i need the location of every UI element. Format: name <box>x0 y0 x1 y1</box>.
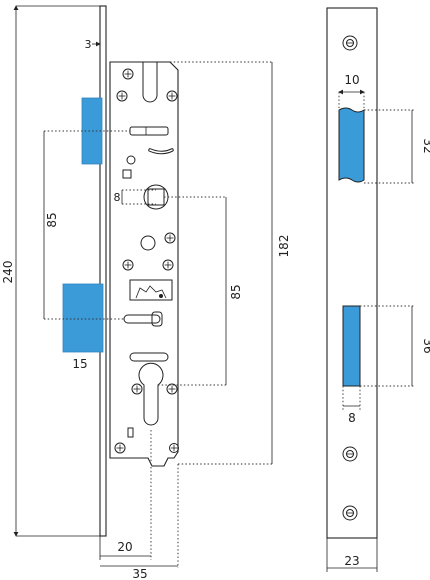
latch-face <box>338 107 365 183</box>
bolt-bar <box>123 314 161 324</box>
lock-body-front-view <box>62 5 179 537</box>
round-hole <box>140 235 156 251</box>
screw-hole-mid-right2 <box>162 259 174 271</box>
dim-240: 240 <box>1 261 15 284</box>
screw-hole-lower-right <box>166 383 178 395</box>
dim-35: 35 <box>132 567 147 580</box>
small-square <box>122 169 132 179</box>
forend-face <box>326 7 378 539</box>
dim-85-left: 85 <box>45 212 59 227</box>
right-dimensions: 10 32 36 8 23 <box>326 73 430 572</box>
dim-10: 10 <box>344 73 359 87</box>
mechanism-window <box>129 279 173 301</box>
dim-15: 15 <box>72 357 87 371</box>
euro-cylinder-hole <box>138 362 164 426</box>
dim-8-left: 8 <box>114 191 121 204</box>
dim-32: 32 <box>421 138 430 153</box>
screw-hole-lower-left <box>131 383 143 395</box>
left-dimensions: 240 3 85 15 8 182 85 20 35 <box>1 5 291 580</box>
screw-hole-upper-right <box>166 90 178 102</box>
dim-3: 3 <box>85 38 92 51</box>
face-screw-bottom <box>342 505 358 521</box>
face-screw-mid <box>342 446 358 462</box>
dim-8-right: 8 <box>348 411 356 425</box>
screw-hole-mid-right <box>164 232 176 244</box>
dim-182: 182 <box>277 235 291 258</box>
screw-hole-mid-left <box>122 259 134 271</box>
screw-hole-upper-left <box>116 90 128 102</box>
screw-hole-bottom-right <box>169 443 179 453</box>
screw-hole-top-left <box>122 68 134 80</box>
dim-85-right: 85 <box>229 284 243 299</box>
dim-23: 23 <box>344 554 359 568</box>
forend-plate <box>99 5 107 537</box>
forend-side-view <box>326 7 378 539</box>
dead-bolt <box>62 283 104 353</box>
dim-20: 20 <box>117 540 132 554</box>
deadbolt-face <box>342 305 361 387</box>
dim-36: 36 <box>421 338 430 353</box>
screw-hole-bottom-left <box>114 442 126 454</box>
lower-slot <box>129 352 169 362</box>
lock-case-outline <box>109 61 179 467</box>
screw-holes <box>114 68 179 454</box>
top-slot <box>142 62 158 103</box>
small-hole <box>126 155 136 165</box>
face-screw-top <box>342 35 358 51</box>
